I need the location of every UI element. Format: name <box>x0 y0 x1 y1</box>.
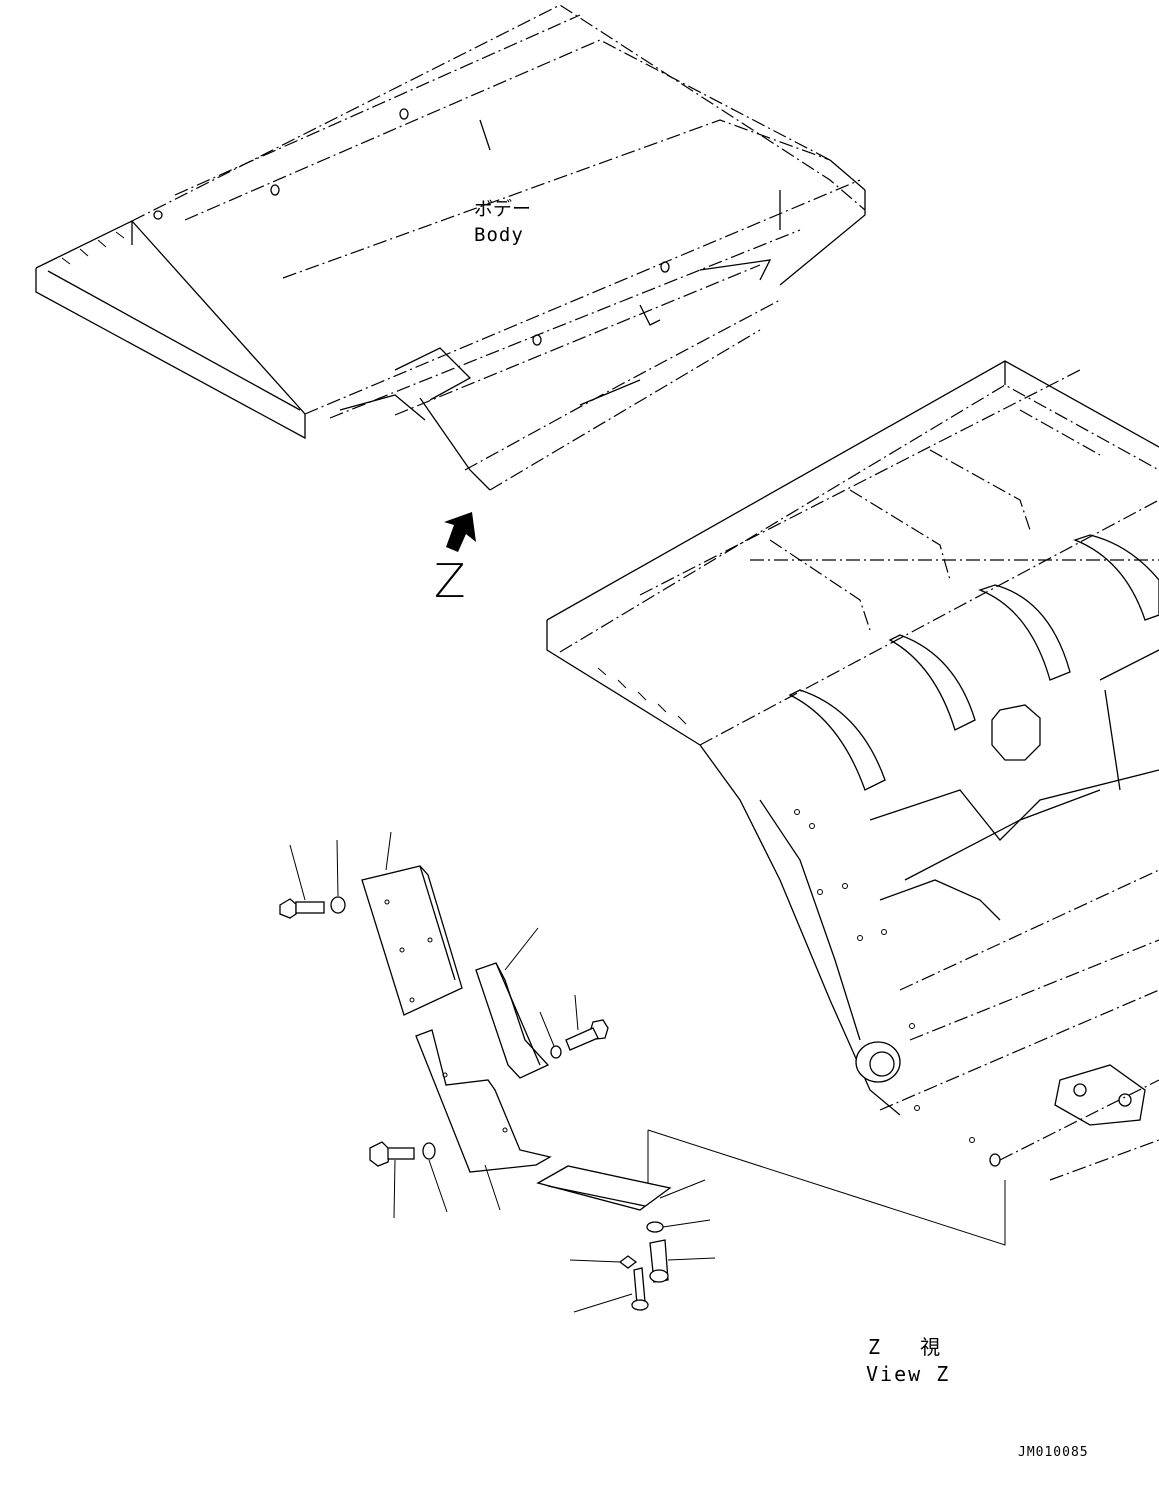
view-arrow-letter: Z <box>434 554 466 608</box>
washer-1 <box>330 896 346 914</box>
bolt-2 <box>565 1019 609 1051</box>
flat-plate <box>536 1165 672 1211</box>
body-label-en: Body <box>474 224 524 246</box>
washer-5 <box>618 1255 638 1269</box>
bracket-lower <box>415 1029 552 1173</box>
drawing-code: JM010085 <box>1018 1445 1089 1460</box>
washer-2 <box>550 1045 562 1059</box>
washer-4 <box>646 1221 664 1233</box>
body-overview <box>35 4 866 491</box>
cover-plate-upper <box>361 865 463 1016</box>
view-label-ja: Z 視 <box>868 1335 955 1359</box>
body-label-ja: ボデー <box>474 198 532 220</box>
washer-3 <box>422 1142 436 1160</box>
bolt-3 <box>369 1141 415 1167</box>
bracket-mid <box>475 962 550 1079</box>
bolt-4 <box>649 1239 669 1283</box>
exploded-parts <box>279 831 716 1313</box>
view-label-en: View Z <box>866 1362 951 1386</box>
frame-view-z <box>546 360 1159 1181</box>
view-direction-arrow-icon <box>444 512 476 552</box>
bolt-5 <box>631 1267 649 1311</box>
bolt-1 <box>279 898 325 919</box>
detail-leader <box>647 1129 1006 1246</box>
